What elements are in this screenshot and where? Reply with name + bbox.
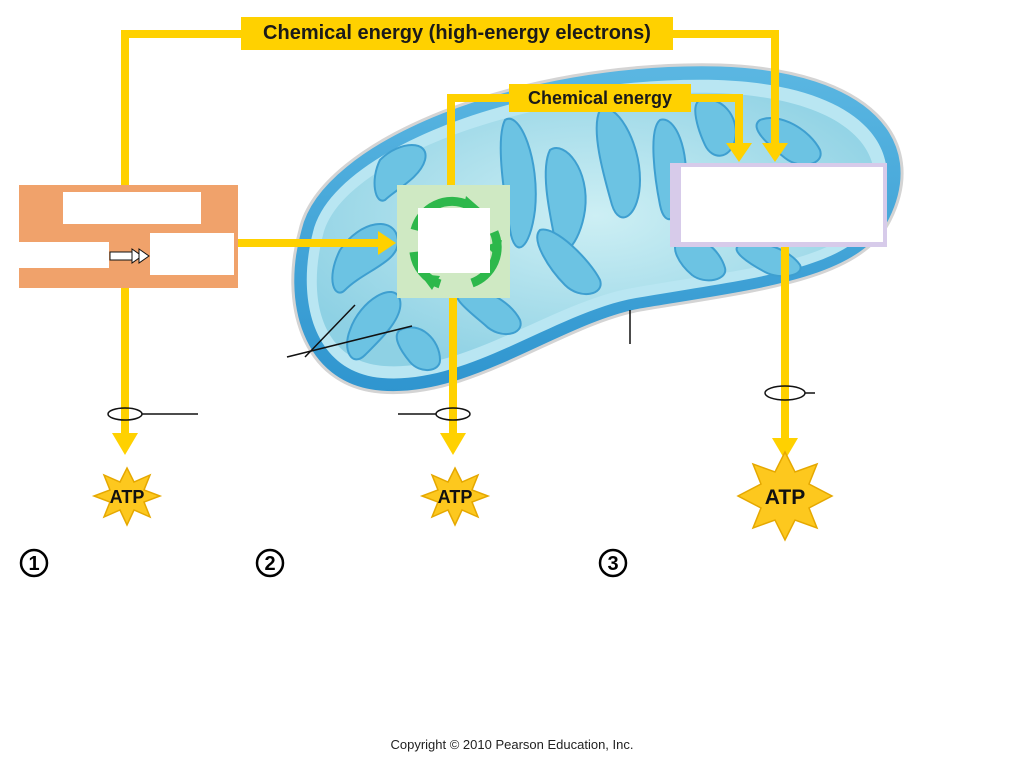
step-number: 2	[264, 553, 275, 575]
atp-3: ATP	[736, 450, 834, 542]
leader-line	[286, 325, 413, 358]
glucose-label-blank	[19, 242, 109, 268]
chemical-energy-label: Chemical energy	[509, 84, 691, 112]
atp-starburst-icon	[419, 466, 491, 527]
atp-1: ATP	[91, 466, 163, 527]
crista	[346, 290, 402, 361]
step-circle	[19, 548, 49, 578]
crista	[536, 228, 602, 295]
step-number: 3	[607, 553, 618, 575]
arrowhead	[378, 231, 396, 255]
crista	[694, 98, 737, 157]
arrowheads	[112, 143, 798, 460]
leader-line	[304, 304, 356, 358]
pyruvate-label-blank	[150, 233, 234, 275]
step-number: 1	[28, 553, 39, 575]
crista	[373, 144, 427, 202]
krebs-cycle-box	[397, 185, 510, 298]
substrate-level-markers	[107, 385, 815, 421]
chemical-energy-electrons-label: Chemical energy (high-energy electrons)	[241, 17, 673, 50]
glycolysis-box	[19, 185, 238, 288]
blank-label-area	[814, 317, 874, 392]
arrowhead	[772, 438, 798, 460]
blank-label-area	[397, 395, 452, 437]
step-circle	[598, 548, 628, 578]
step-1: 1	[19, 548, 49, 578]
blank-label-area	[556, 345, 720, 440]
atp-starburst-icon	[736, 450, 834, 542]
arrowhead	[112, 433, 138, 455]
step-3: 3	[598, 548, 628, 578]
step-2: 2	[255, 548, 285, 578]
atp-starburst-icon	[91, 466, 163, 527]
arrowhead	[762, 143, 788, 162]
atp-label: ATP	[438, 487, 473, 507]
crista	[595, 107, 642, 219]
arrowhead	[726, 143, 752, 162]
reaction-arrow-icon	[109, 248, 150, 264]
leader-lines	[286, 304, 631, 358]
crista	[395, 326, 442, 371]
etc-label-blank	[681, 167, 883, 242]
arrowhead	[440, 433, 466, 455]
glycolysis-label-blank	[63, 192, 201, 224]
copyright-notice: Copyright © 2010 Pearson Education, Inc.	[390, 737, 634, 752]
step-circle	[255, 548, 285, 578]
etc-box	[670, 163, 887, 247]
krebs-label-blank	[418, 208, 490, 273]
atp-label: ATP	[110, 487, 145, 507]
atp-2: ATP	[419, 466, 491, 527]
blank-label-areas	[397, 317, 874, 440]
atp-label: ATP	[765, 486, 805, 509]
